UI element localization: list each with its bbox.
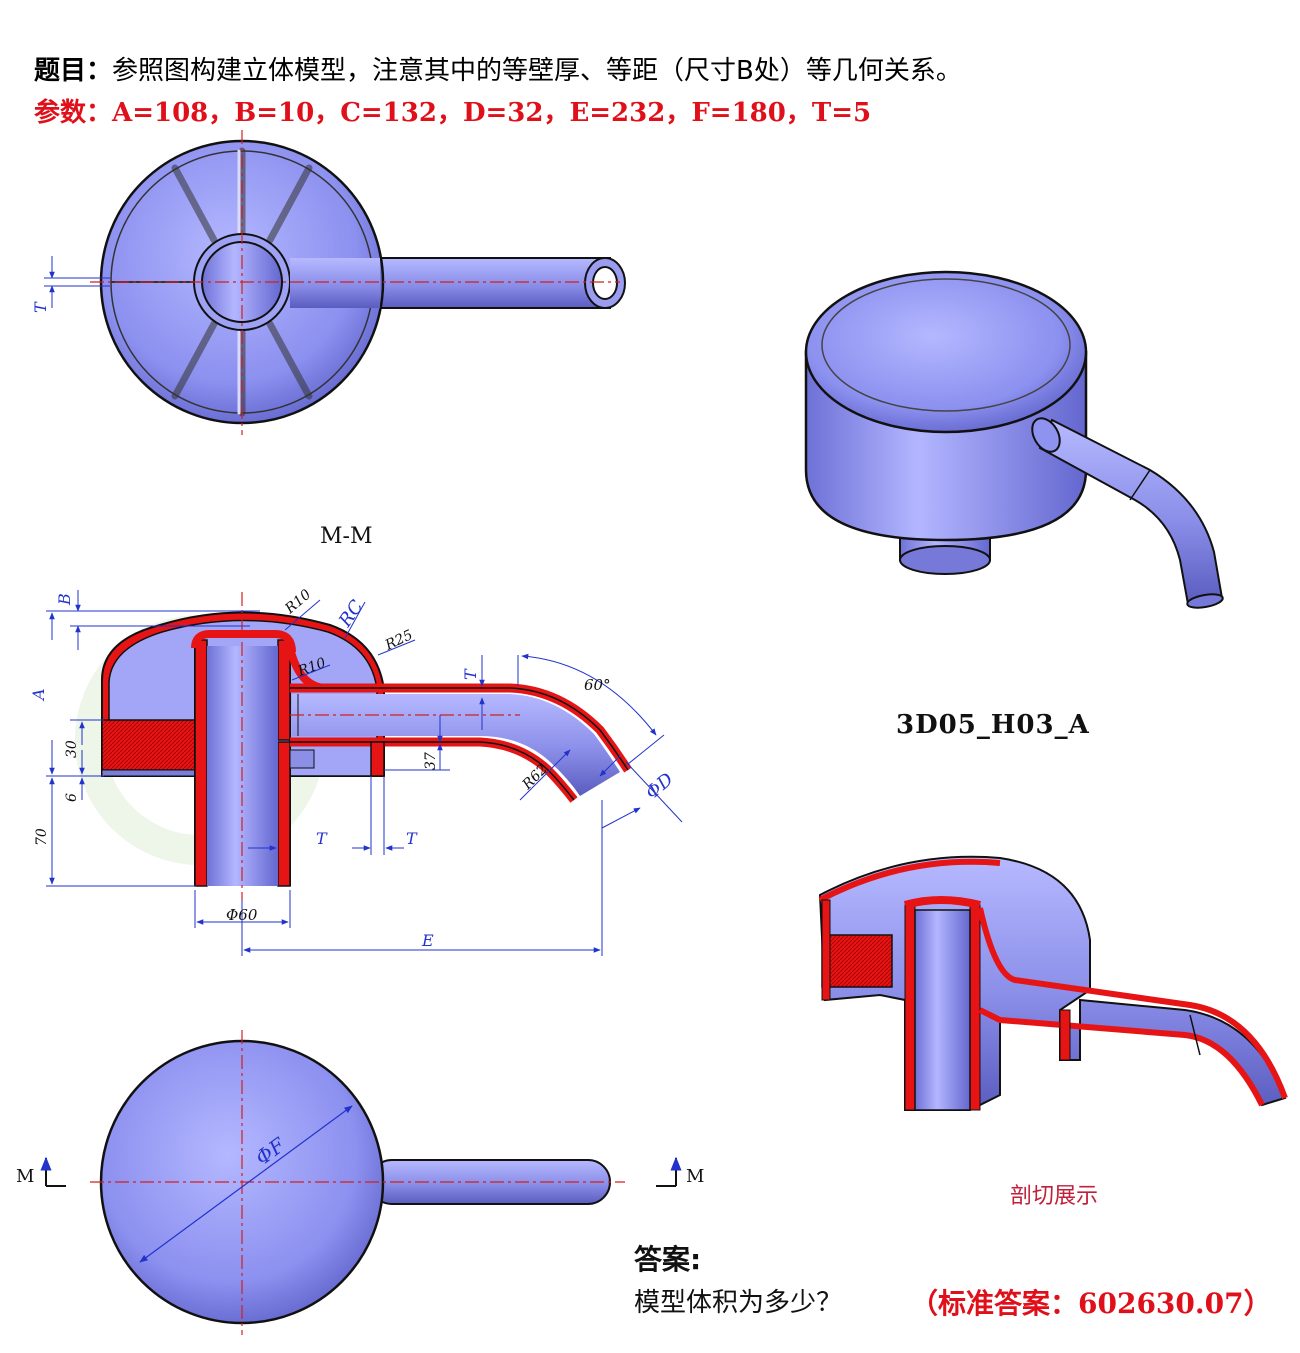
section-view-title: M-M [320,524,373,549]
isometric-view [804,270,1224,609]
dim-T-pipe: T [316,829,328,848]
model-id: 3D05_H03_A [896,710,1090,740]
problem-text: 参照图构建立体模型，注意其中的等壁厚、等距（尺寸B处）等几何关系。 [112,56,962,86]
section-view: M-M [29,524,683,956]
dim-RC: RC [334,596,368,631]
dim-angle-60: 60° [584,676,611,694]
cutaway-center-pipe [914,909,971,1111]
answer-question: 模型体积为多少？ [634,1288,843,1318]
dim-R25: R25 [382,627,415,654]
dim-70: 70 [34,828,50,846]
section-marker-left: M [16,1166,34,1187]
dim-A: A [29,688,48,702]
dim-T-top: T [31,301,50,313]
dim-E: E [421,931,434,950]
dim-phi60: Φ60 [226,906,258,924]
dim-6: 6 [64,793,80,802]
section-marker-right: M [686,1166,704,1187]
parameters-label: 参数： [34,98,113,128]
cutaway-caption: 剖切展示 [1010,1184,1099,1209]
iso-outlet-pipe [1038,418,1224,606]
dim-37: 37 [423,752,439,770]
problem-statement: 题目：参照图构建立体模型，注意其中的等壁厚、等距（尺寸B处）等几何关系。 [34,50,962,87]
dim-T-support: T [406,829,418,848]
dim-R10-top: R10 [282,587,315,618]
parameters-text: A=108，B=10，C=132，D=32，E=232，F=180，T=5 [112,98,872,128]
bottom-view: ΦF M M [16,1030,704,1335]
answer-heading: 答案: [634,1243,702,1276]
dim-30: 30 [64,740,80,758]
dim-T-outlet: T [461,668,480,680]
dim-phiD: ΦD [642,769,678,804]
iso-dome [804,270,1088,434]
problem-label: 题目： [34,56,113,86]
answer-value: （标准答案：602630.07） [910,1287,1272,1320]
dim-B: B [55,593,74,606]
section-base-slab [101,719,203,771]
top-view: T [31,130,626,435]
cutaway-base-slab [821,934,893,988]
cutaway-view [818,855,1288,1111]
parameters-line: 参数：A=108，B=10，C=132，D=32，E=232，F=180，T=5 [34,92,871,129]
